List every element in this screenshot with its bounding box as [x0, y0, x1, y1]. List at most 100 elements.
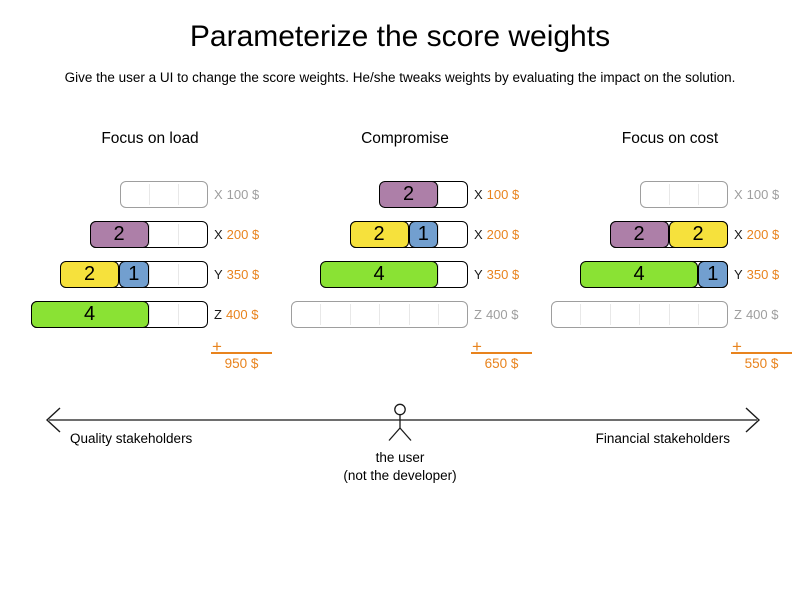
- label-the-user: the user: [375, 450, 425, 465]
- machine-letter: X: [214, 227, 223, 242]
- stakeholder-axis: [45, 403, 761, 441]
- scenario-title: Focus on cost: [621, 130, 719, 147]
- slot-divider: [668, 304, 670, 325]
- slot-divider: [320, 304, 321, 325]
- slot-divider: [148, 224, 150, 245]
- machine-capacity-box: 2: [379, 180, 468, 208]
- process-block: 2: [379, 180, 438, 208]
- label-financial-stakeholders: Financial stakeholders: [595, 431, 730, 446]
- machine-capacity-box: 4: [30, 300, 208, 328]
- machine-cost: 100 $: [486, 187, 520, 202]
- slot-divider: [438, 224, 439, 245]
- machine-capacity-box: 2: [89, 220, 208, 248]
- machine-cost: 400 $: [485, 307, 519, 322]
- machine-cost: 200 $: [486, 227, 520, 242]
- machine-capacity-box: [639, 181, 728, 208]
- process-block: 4: [320, 260, 438, 288]
- slot-divider: [408, 304, 410, 325]
- machine-letter: Y: [214, 267, 223, 282]
- scenario-title: Focus on load: [101, 130, 199, 147]
- machine-letter: X: [214, 187, 223, 202]
- process-block: 2: [668, 220, 728, 248]
- machine-cost: 100 $: [226, 187, 260, 202]
- scenario-title: Compromise: [361, 130, 449, 147]
- slot-divider: [178, 264, 179, 285]
- machine-cost: 200 $: [746, 227, 780, 242]
- process-block: 1: [408, 220, 438, 248]
- machine-letter: X: [734, 187, 743, 202]
- process-block: 4: [580, 260, 698, 288]
- sum-line: [211, 352, 272, 354]
- total-cost-value: 550 $: [744, 356, 779, 371]
- process-block: 2: [60, 260, 119, 288]
- sum-line: [731, 352, 792, 354]
- arrow-head-right-icon: [745, 407, 761, 433]
- process-block: 2: [349, 220, 409, 248]
- machine-cost: 100 $: [746, 187, 780, 202]
- machine-cost: 400 $: [225, 307, 259, 322]
- slot-divider: [438, 304, 439, 325]
- plus-sign: +: [212, 337, 222, 356]
- slot-divider: [438, 264, 439, 285]
- machine-cost: 200 $: [226, 227, 260, 242]
- total-cost-value: 950 $: [224, 356, 259, 371]
- slot-divider: [698, 184, 699, 205]
- user-stick-figure-icon: [388, 403, 412, 441]
- slot-divider: [148, 304, 150, 325]
- machine-cost: 350 $: [226, 267, 260, 282]
- plus-sign: +: [732, 337, 742, 356]
- plus-sign: +: [472, 337, 482, 356]
- arrow-head-left-icon: [45, 407, 61, 433]
- sum-line: [471, 352, 532, 354]
- machine-letter: Z: [474, 307, 482, 322]
- total-cost-value: 650 $: [484, 356, 519, 371]
- machine-letter: X: [474, 227, 483, 242]
- machine-capacity-box: [551, 301, 728, 328]
- slot-divider: [148, 184, 150, 205]
- slot-divider: [609, 304, 611, 325]
- machine-cost: 350 $: [486, 267, 520, 282]
- machine-letter: Z: [214, 307, 222, 322]
- process-block: 4: [30, 300, 149, 328]
- slot-divider: [668, 184, 670, 205]
- slot-divider: [639, 304, 640, 325]
- machine-capacity-box: [291, 301, 468, 328]
- machine-letter: Y: [474, 267, 483, 282]
- process-block: 2: [89, 220, 149, 248]
- slot-divider: [438, 184, 439, 205]
- slot-divider: [349, 304, 351, 325]
- slot-divider: [178, 184, 179, 205]
- slot-divider: [148, 264, 150, 285]
- machine-cost: 400 $: [745, 307, 779, 322]
- machine-capacity-box: 4: [320, 260, 468, 288]
- page-title: Parameterize the score weights: [189, 20, 611, 53]
- label-not-the-developer: (not the developer): [343, 468, 457, 483]
- machine-capacity-box: [119, 181, 208, 208]
- slot-divider: [379, 304, 380, 325]
- machine-letter: Y: [734, 267, 743, 282]
- machine-letter: X: [734, 227, 743, 242]
- page-subtitle: Give the user a UI to change the score w…: [64, 70, 736, 85]
- process-block: 1: [698, 260, 728, 288]
- machine-cost: 350 $: [746, 267, 780, 282]
- slot-divider: [178, 224, 179, 245]
- process-block: 2: [609, 220, 669, 248]
- label-quality-stakeholders: Quality stakeholders: [70, 431, 193, 446]
- process-block: 1: [119, 260, 149, 288]
